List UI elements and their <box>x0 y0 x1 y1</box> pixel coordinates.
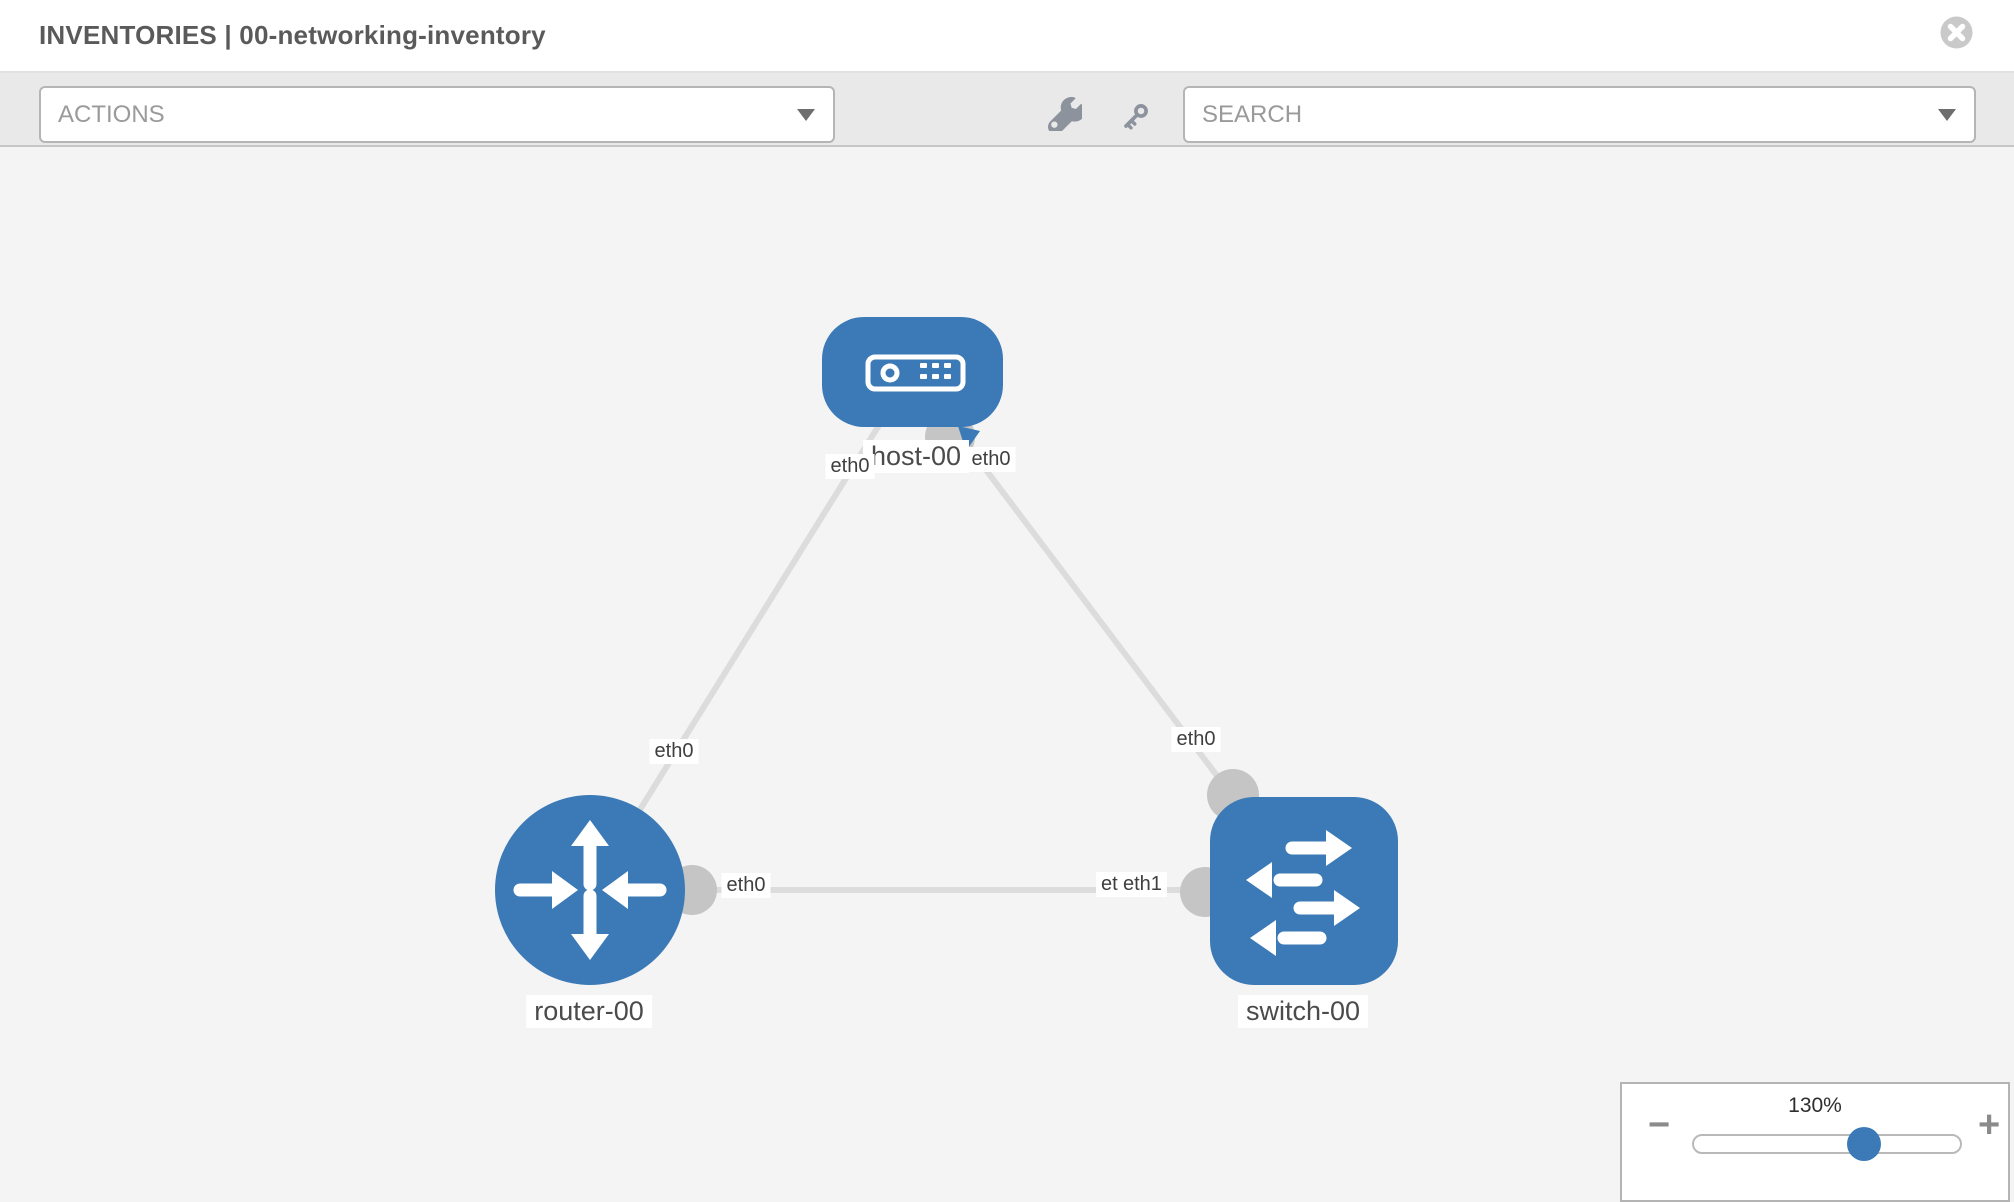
if-label-switch-top: eth0 <box>1171 727 1221 752</box>
search-dropdown[interactable]: SEARCH <box>1183 86 1976 143</box>
node-switch-00[interactable] <box>1210 797 1398 985</box>
switch-icon <box>1246 830 1360 956</box>
if-label-router-right: eth0 <box>721 873 771 898</box>
chevron-down-icon <box>1938 108 1956 121</box>
zoom-level-value: 130% <box>1788 1094 1842 1117</box>
router-icon <box>513 820 667 960</box>
connectors-layer <box>667 412 1259 917</box>
wrench-icon[interactable] <box>1048 97 1086 135</box>
if-label-host-left: eth0 <box>825 454 875 479</box>
actions-dropdown[interactable]: ACTIONS <box>39 86 835 143</box>
node-label-switch: switch-00 <box>1237 995 1369 1028</box>
if-label-router-top: eth0 <box>649 739 699 764</box>
node-router-00[interactable] <box>495 795 685 985</box>
toolbar: ACTIONS SEARCH <box>0 73 2014 147</box>
if-label-host-right: eth0 <box>966 447 1016 472</box>
if-label-switch-left-front: eth1 <box>1118 872 1167 897</box>
close-button[interactable] <box>1940 16 1973 49</box>
node-host-00[interactable] <box>822 317 1003 427</box>
chevron-down-icon <box>797 108 815 121</box>
node-label-router: router-00 <box>526 995 652 1028</box>
search-dropdown-label: SEARCH <box>1202 100 1303 128</box>
node-label-host: host-00 <box>862 440 970 473</box>
actions-dropdown-label: ACTIONS <box>58 100 165 128</box>
key-icon[interactable] <box>1118 100 1152 134</box>
close-icon <box>1940 16 1973 49</box>
zoom-slider-track[interactable] <box>1692 1134 1962 1154</box>
host-icon <box>865 354 966 392</box>
link-arrow-icon <box>958 426 980 451</box>
zoom-slider-knob[interactable] <box>1847 1127 1881 1161</box>
header-bar: INVENTORIES | 00-networking-inventory <box>0 0 2014 73</box>
zoom-out-button[interactable]: − <box>1648 1104 1671 1146</box>
page-title: INVENTORIES | 00-networking-inventory <box>39 20 546 50</box>
zoom-in-button[interactable]: + <box>1978 1104 2001 1146</box>
zoom-panel: 130% − + <box>1620 1082 2010 1202</box>
